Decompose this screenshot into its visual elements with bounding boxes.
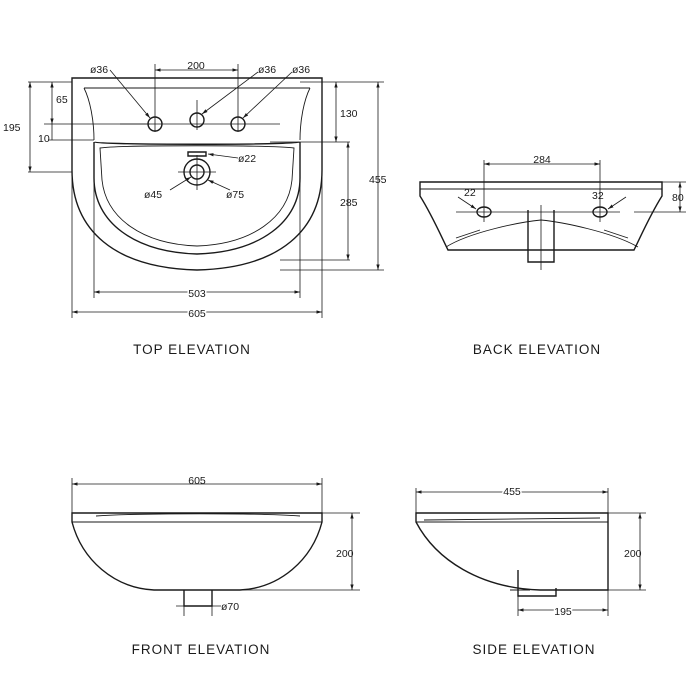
back-basin-outline (419, 181, 663, 251)
top-dim-10: 10 (38, 133, 50, 145)
top-dim-overflow: ø22 (238, 153, 256, 165)
basin-bowl-outline (93, 141, 301, 255)
top-elevation-title: TOP ELEVATION (133, 342, 251, 357)
top-dim-hole-right: ø36 (292, 64, 310, 76)
side-waste-outlet (517, 570, 557, 597)
side-dim-depth: 455 (503, 486, 521, 498)
top-dim-65: 65 (56, 94, 68, 106)
overflow-slot (187, 151, 207, 157)
top-dim-overall-width: 605 (188, 308, 206, 320)
top-dim-285: 285 (340, 197, 358, 209)
side-basin-outline (415, 512, 609, 591)
back-elevation-view: 284 22 32 80 BACK ELEVATION (419, 154, 686, 357)
back-dim-fix-left: 22 (464, 187, 476, 199)
front-basin-outline (71, 512, 323, 591)
back-dim-fix-right: 32 (592, 190, 604, 202)
front-dim-width: 605 (188, 475, 206, 487)
basin-bowl-inner (99, 145, 295, 247)
front-dim-height: 200 (336, 548, 354, 560)
basin-outer-outline (71, 77, 323, 271)
front-dim-waste: ø70 (221, 601, 239, 613)
back-dim-fix-spacing: 284 (533, 154, 551, 166)
top-dim-hole-mid: ø36 (258, 64, 276, 76)
top-dim-130: 130 (340, 108, 358, 120)
top-dim-waste-inner: ø45 (144, 189, 162, 201)
side-elevation-title: SIDE ELEVATION (472, 642, 595, 657)
top-dim-455: 455 (369, 174, 387, 186)
front-elevation-view: 605 200 ø70 FRONT ELEVATION (71, 475, 360, 657)
back-elevation-title: BACK ELEVATION (473, 342, 601, 357)
side-dim-waste-offset: 195 (554, 606, 572, 618)
front-elevation-title: FRONT ELEVATION (132, 642, 271, 657)
top-dim-tap-spacing: 200 (187, 60, 205, 72)
side-elevation-view: 455 200 195 SIDE ELEVATION (415, 485, 646, 657)
top-elevation-view: 200 ø36 ø36 ø36 65 195 10 130 285 455 ø2… (3, 60, 387, 357)
top-dim-195: 195 (3, 122, 21, 134)
side-dim-height: 200 (624, 548, 642, 560)
front-waste-pipe (183, 590, 213, 607)
back-dim-height: 80 (672, 192, 684, 204)
top-dim-hole-left: ø36 (90, 64, 108, 76)
top-dim-inner-width: 503 (188, 288, 206, 300)
top-dim-waste-outer: ø75 (226, 189, 244, 201)
basin-deck-ledge (83, 87, 311, 141)
